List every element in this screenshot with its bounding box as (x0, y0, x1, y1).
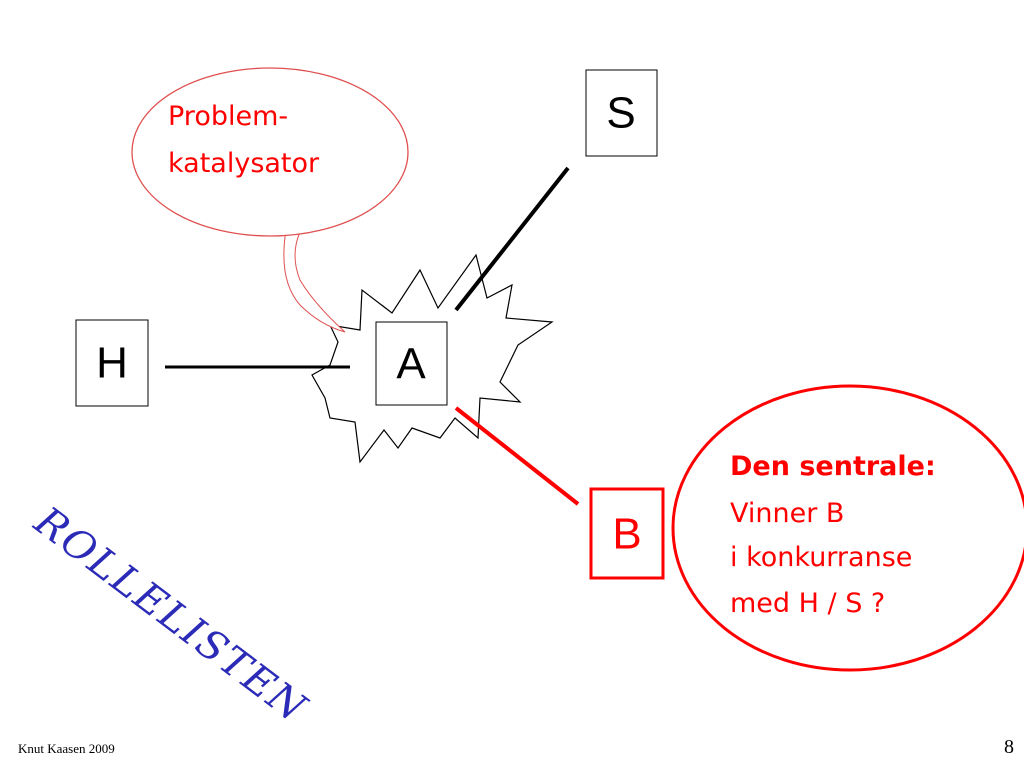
node-a: A (375, 321, 448, 406)
catalyst-bubble (131, 67, 409, 237)
page-number: 8 (1004, 736, 1014, 758)
catalyst-bubble-tail (283, 229, 346, 333)
node-a-label: A (396, 340, 426, 389)
central-line-1: Vinner B (730, 498, 844, 529)
central-bubble (671, 384, 1024, 672)
line-a-b (454, 406, 580, 506)
node-h-label: H (96, 339, 128, 388)
catalyst-line-1: Problem- (168, 101, 288, 132)
central-line-2: i konkurranse (730, 542, 912, 573)
node-s: S (585, 69, 658, 157)
node-b-label: B (612, 510, 641, 559)
central-line-3: med H / S ? (730, 588, 885, 619)
node-h: H (75, 319, 149, 407)
catalyst-line-2: katalysator (168, 148, 320, 179)
node-s-label: S (606, 89, 635, 138)
node-b: B (589, 487, 665, 580)
role-list-title: ROLLELISTEN (25, 498, 315, 733)
line-a-s (454, 166, 570, 312)
footer-author: Knut Kaasen 2009 (18, 741, 115, 756)
central-heading: Den sentrale: (730, 451, 936, 482)
